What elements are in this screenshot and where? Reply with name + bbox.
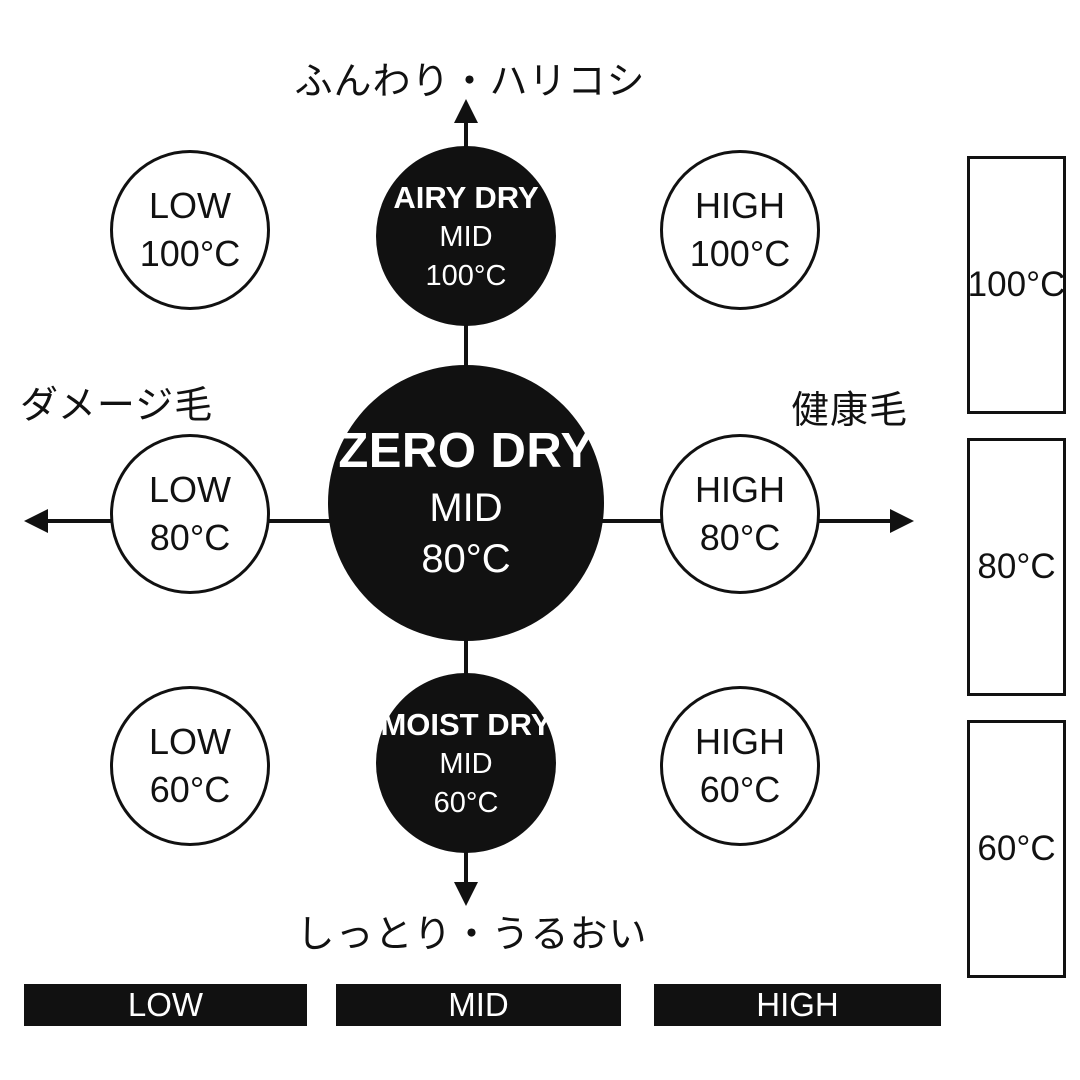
level-bar-mid: MID (336, 984, 621, 1026)
axis-arrow-down-icon (454, 882, 478, 906)
mode-circle-zero-dry: ZERO DRY MID 80°C (328, 365, 604, 641)
mode-name: ZERO DRY (338, 424, 594, 479)
temp-scale-box-100c: 100°C (967, 156, 1066, 414)
mode-circle-moist-dry: MOIST DRY MID 60°C (376, 673, 556, 853)
setting-circle-low-80c: LOW 80°C (110, 434, 270, 594)
level-bar-label: HIGH (756, 986, 839, 1023)
mode-temp: 60°C (433, 786, 499, 819)
setting-temp: 80°C (699, 517, 781, 558)
level-bar-low: LOW (24, 984, 307, 1026)
setting-circle-low-60c: LOW 60°C (110, 686, 270, 846)
temp-scale-label: 80°C (977, 547, 1056, 586)
mode-name: AIRY DRY (393, 179, 539, 215)
level-bar-label: LOW (127, 986, 204, 1023)
setting-level: LOW (148, 469, 231, 511)
temp-scale-label: 60°C (977, 829, 1056, 868)
setting-circle-low-100c: LOW 100°C (110, 150, 270, 310)
setting-temp: 60°C (699, 769, 781, 810)
mode-temp: 100°C (425, 259, 507, 292)
axis-label-top: ふんわり・ハリコシ (294, 61, 646, 103)
temp-scale-label: 100°C (967, 265, 1066, 304)
setting-temp: 100°C (689, 233, 791, 274)
axis-arrow-up-icon (454, 99, 478, 123)
mode-circle-airy-dry: AIRY DRY MID 100°C (376, 146, 556, 326)
setting-level: HIGH (695, 469, 785, 511)
setting-level: HIGH (695, 721, 785, 763)
setting-level: LOW (148, 721, 231, 763)
level-bar-high: HIGH (654, 984, 941, 1026)
axis-label-left: ダメージ毛 (20, 385, 214, 427)
temp-scale-box-80c: 80°C (967, 438, 1066, 696)
setting-circle-high-60c: HIGH 60°C (660, 686, 820, 846)
setting-temp: 80°C (149, 517, 231, 558)
axis-arrow-right-icon (890, 509, 914, 533)
setting-temp: 60°C (149, 769, 231, 810)
setting-level: LOW (148, 185, 231, 227)
mode-name: MOIST DRY (380, 706, 552, 742)
mode-temp: 80°C (421, 537, 511, 582)
axis-arrow-left-icon (24, 509, 48, 533)
mode-level: MID (439, 221, 493, 254)
mode-level: MID (439, 748, 493, 781)
setting-temp: 100°C (139, 233, 241, 274)
temp-scale-box-60c: 60°C (967, 720, 1066, 978)
axis-label-bottom: しっとり・うるおい (296, 914, 648, 956)
level-bar-label: MID (448, 986, 509, 1023)
setting-circle-high-100c: HIGH 100°C (660, 150, 820, 310)
setting-circle-high-80c: HIGH 80°C (660, 434, 820, 594)
setting-level: HIGH (695, 185, 785, 227)
axis-label-right: 健康毛 (791, 390, 909, 432)
mode-level: MID (429, 486, 503, 531)
